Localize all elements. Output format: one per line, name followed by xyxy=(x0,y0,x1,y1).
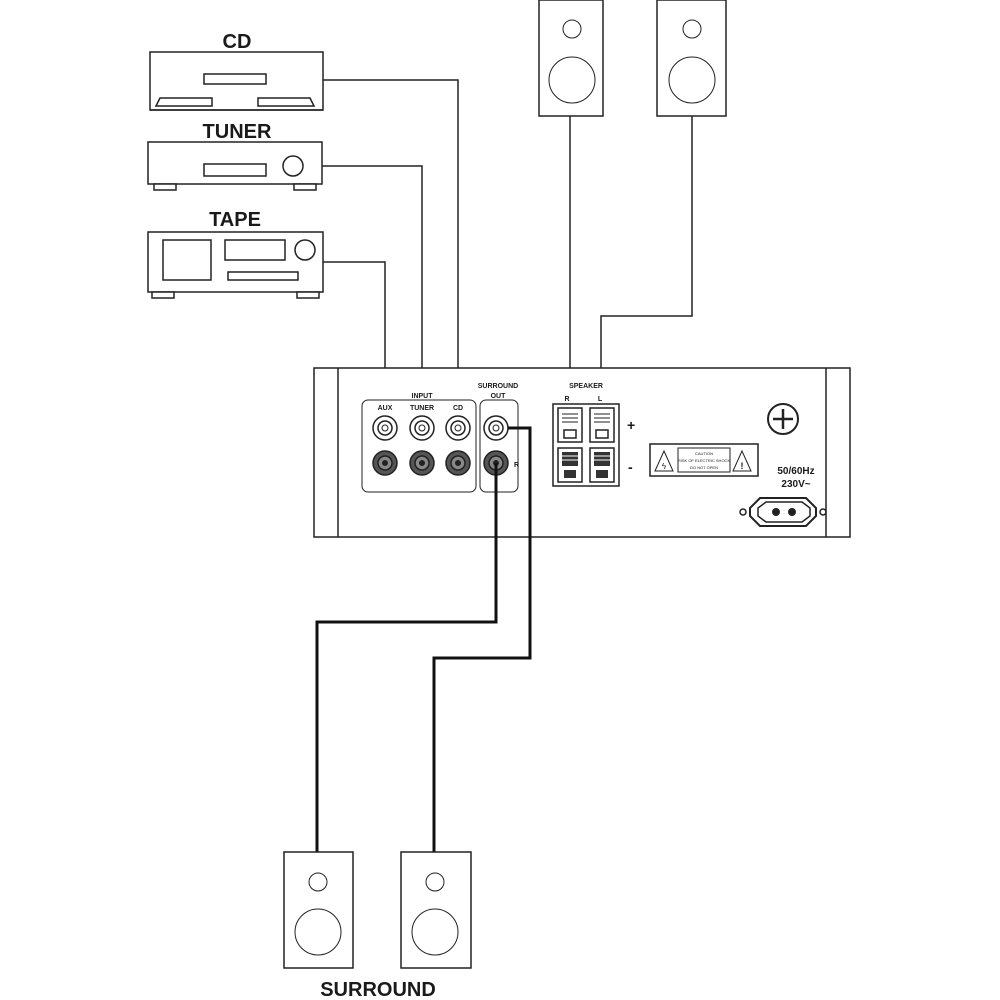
surround-cables xyxy=(315,426,532,852)
caution-label: ϟ ! CAUTION RISK OF ELECTRIC SHOCK DO NO… xyxy=(649,443,759,477)
plus-sign: + xyxy=(627,417,635,433)
speaker-terminal-l-plus[interactable] xyxy=(589,407,615,443)
power-frequency: 50/60Hz xyxy=(777,466,814,477)
caution-line2: RISK OF ELECTRIC SHOCK xyxy=(678,458,731,463)
cd-jack-white[interactable] xyxy=(445,415,471,441)
tuner-jack-white[interactable] xyxy=(409,415,435,441)
tape-deck: TAPE xyxy=(147,209,324,299)
caution-line1: CAUTION xyxy=(695,451,713,456)
exclamation-warning-icon: ! xyxy=(741,461,744,471)
shock-warning-icon: ϟ xyxy=(662,462,667,471)
aux-label: AUX xyxy=(378,405,393,412)
speaker-l-label: L xyxy=(598,396,603,403)
surround-r-label: R xyxy=(514,462,519,469)
tuner-jack-red[interactable] xyxy=(409,450,435,476)
cd-player: CD xyxy=(149,31,324,111)
front-speaker-cables xyxy=(569,116,693,374)
surround-jack-white[interactable] xyxy=(483,415,509,441)
input-tuner-label: TUNER xyxy=(410,405,434,412)
speaker-terminal-r-minus[interactable] xyxy=(557,447,583,483)
input-group-label: INPUT xyxy=(412,393,434,400)
input-cables xyxy=(322,79,459,380)
out-label: OUT xyxy=(491,393,507,400)
speaker-r-label: R xyxy=(564,396,569,403)
caution-line3: DO NOT OPEN xyxy=(690,465,718,470)
power-inlet[interactable] xyxy=(739,497,827,527)
cd-jack-red[interactable] xyxy=(445,450,471,476)
aux-jack-red[interactable] xyxy=(372,450,398,476)
ground-screw-icon xyxy=(767,403,799,435)
front-speaker-left xyxy=(656,0,727,117)
amplifier-rear-panel: INPUT AUX TUNER CD xyxy=(313,367,851,538)
speaker-terminal-l-minus[interactable] xyxy=(589,447,615,483)
tuner-device: TUNER xyxy=(147,121,323,191)
aux-jack-white[interactable] xyxy=(372,415,398,441)
input-cd-label: CD xyxy=(453,405,463,412)
front-speaker-right xyxy=(538,0,604,117)
surround-speaker-left xyxy=(283,851,354,969)
tape-label: TAPE xyxy=(209,209,261,231)
power-voltage: 230V~ xyxy=(781,479,810,490)
cd-label: CD xyxy=(223,31,252,53)
speaker-label: SPEAKER xyxy=(569,383,603,390)
speaker-terminal-r-plus[interactable] xyxy=(557,407,583,443)
minus-sign: - xyxy=(628,459,633,475)
tuner-label: TUNER xyxy=(203,121,272,143)
surround-speakers-label: SURROUND xyxy=(320,979,436,1000)
surround-speaker-right xyxy=(400,851,472,969)
surround-out-label: SURROUND xyxy=(478,383,518,390)
